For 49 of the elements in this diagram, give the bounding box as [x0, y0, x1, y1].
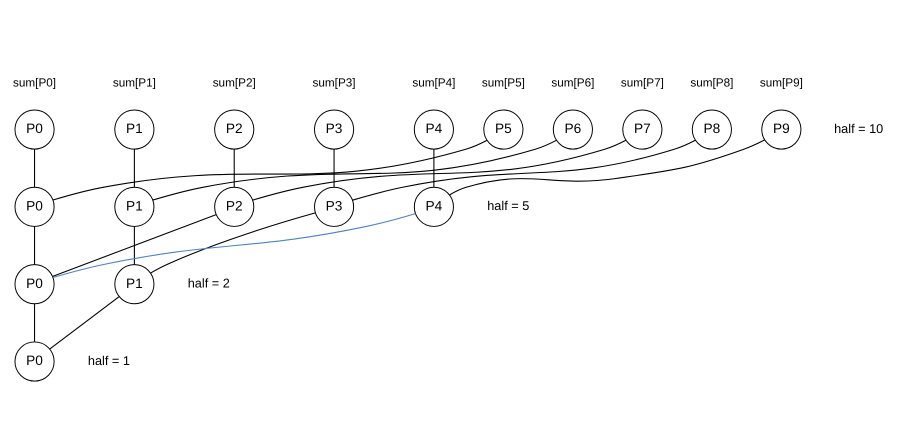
node-circle: P0	[14, 264, 55, 304]
label: half = 5	[487, 198, 530, 214]
node-circle: P8	[692, 109, 732, 150]
node-circle: P2	[214, 109, 254, 150]
node-circle: P1	[114, 109, 154, 150]
node-circle: P1	[114, 186, 154, 227]
connector	[34, 149, 36, 188]
node-circle: P7	[622, 109, 662, 150]
connector	[152, 140, 557, 201]
node-label: sum[P9]	[760, 76, 803, 90]
connector	[334, 149, 335, 188]
connector	[352, 140, 696, 201]
node-circle: P0	[14, 341, 55, 382]
connector	[52, 213, 416, 278]
node-circle: P1	[114, 264, 154, 304]
node-circle: P6	[552, 109, 593, 150]
node-circle: P0	[14, 186, 55, 227]
connector	[449, 139, 765, 196]
node-circle: P3	[314, 109, 354, 150]
connector	[150, 212, 316, 274]
node-circle: P4	[414, 186, 454, 227]
label: half = 2	[188, 276, 230, 291]
node-circle: P9	[761, 109, 802, 150]
node-circle: P4	[414, 109, 454, 150]
node-label: sum[P7]	[620, 76, 664, 90]
connector	[234, 149, 235, 188]
connector	[52, 214, 216, 277]
label: half = 10	[834, 120, 884, 136]
node-label: sum[P1]	[112, 76, 156, 90]
node-circle: P2	[214, 186, 254, 227]
node-circle: P5	[483, 109, 524, 150]
connector	[252, 140, 626, 201]
node-label: sum[P5]	[482, 76, 525, 90]
connector	[34, 226, 36, 265]
connector	[433, 149, 434, 188]
connector	[34, 304, 36, 342]
node-label: sum[P2]	[212, 76, 256, 90]
node-circle: P3	[314, 186, 354, 227]
connector	[50, 296, 120, 350]
node-label: sum[P0]	[13, 76, 56, 90]
label: half = 1	[88, 352, 130, 368]
node-label: sum[P8]	[690, 76, 734, 90]
node-label: sum[P6]	[551, 76, 594, 90]
node-label: sum[P3]	[312, 76, 356, 90]
connector	[134, 149, 135, 188]
connector	[52, 140, 488, 201]
connector	[134, 226, 135, 265]
node-circle: P0	[14, 109, 55, 150]
node-label: sum[P4]	[412, 76, 456, 90]
